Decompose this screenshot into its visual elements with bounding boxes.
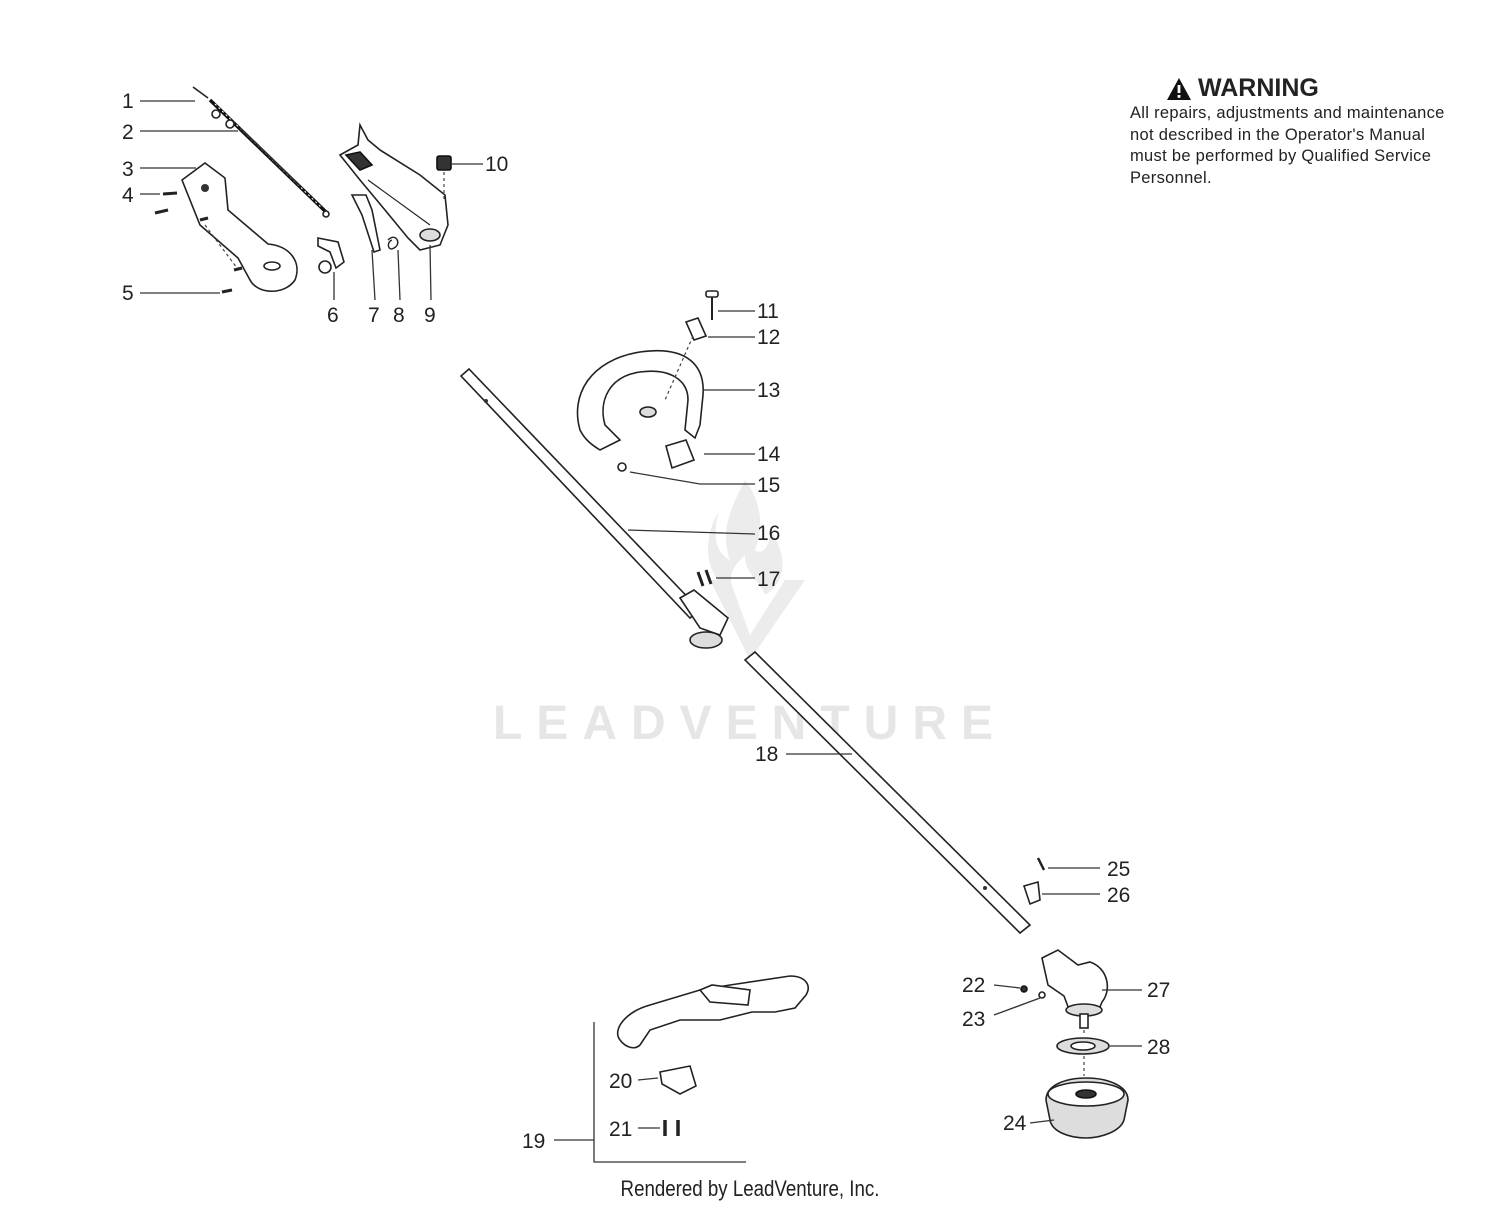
label-24[interactable]: 24 — [1003, 1112, 1027, 1135]
label-1[interactable]: 1 — [122, 90, 134, 113]
part-18-lower-shaft[interactable] — [743, 650, 1032, 935]
part-coupler-body[interactable] — [678, 589, 729, 649]
label-15[interactable]: 15 — [757, 474, 780, 497]
label-9[interactable]: 9 — [424, 304, 436, 327]
part-22-screw[interactable] — [1020, 985, 1028, 993]
part-20-guard-bracket[interactable] — [659, 1065, 697, 1095]
part-23-screw[interactable] — [1038, 991, 1046, 999]
label-11[interactable]: 11 — [757, 300, 779, 323]
part-3-handle-cover[interactable] — [181, 162, 298, 293]
label-13[interactable]: 13 — [757, 379, 780, 402]
part-14-clamp-block[interactable] — [665, 439, 696, 470]
label-7[interactable]: 7 — [368, 304, 380, 327]
label-18[interactable]: 18 — [755, 743, 778, 766]
warning-body-text: All repairs, adjustments and maintenance… — [1130, 104, 1445, 187]
render-credit: Rendered by LeadVenture, Inc. — [620, 1176, 880, 1201]
part-10-switch[interactable] — [436, 155, 452, 200]
label-10[interactable]: 10 — [485, 153, 508, 176]
label-26[interactable]: 26 — [1107, 884, 1130, 907]
label-17[interactable]: 17 — [757, 568, 780, 591]
label-19[interactable]: 19 — [522, 1130, 545, 1153]
part-26-bracket[interactable] — [1022, 880, 1041, 906]
label-16[interactable]: 16 — [757, 522, 780, 545]
warning-title-text: WARNING — [1198, 74, 1319, 102]
label-23[interactable]: 23 — [962, 1008, 985, 1031]
label-8[interactable]: 8 — [393, 304, 405, 327]
part-21-bolts[interactable] — [663, 1120, 680, 1136]
part-12-clamp[interactable] — [684, 317, 708, 341]
label-6[interactable]: 6 — [327, 304, 339, 327]
part-2-cable[interactable] — [239, 127, 301, 187]
label-20[interactable]: 20 — [609, 1070, 632, 1093]
part-15-nut[interactable] — [617, 462, 627, 472]
part-9-handle-housing[interactable] — [338, 122, 449, 251]
label-25[interactable]: 25 — [1107, 858, 1130, 881]
part-4-screws[interactable] — [154, 191, 209, 222]
label-14[interactable]: 14 — [757, 443, 781, 466]
label-12[interactable]: 12 — [757, 326, 780, 349]
part-27-gear-head[interactable] — [1041, 949, 1109, 1029]
part-13-loop-handle[interactable] — [576, 335, 704, 451]
part-28-washer[interactable] — [1056, 1030, 1110, 1076]
warning-notice: WARNING All repairs, adjustments and mai… — [1130, 74, 1460, 189]
part-7-trigger[interactable] — [350, 194, 381, 254]
part-19-harness-bracket-group[interactable] — [593, 975, 809, 1163]
label-22[interactable]: 22 — [962, 974, 985, 997]
label-28[interactable]: 28 — [1147, 1036, 1170, 1059]
label-4[interactable]: 4 — [122, 184, 134, 207]
part-8-spring[interactable] — [387, 236, 399, 250]
warning-heading: WARNING — [1166, 74, 1460, 103]
label-5[interactable]: 5 — [122, 282, 134, 305]
part-17-coupler-pins[interactable] — [696, 569, 713, 587]
watermark-flame-logo — [708, 480, 805, 660]
part-labels: 1 2 3 4 5 6 7 8 9 10 11 12 13 14 15 16 1… — [122, 90, 1170, 1153]
label-3[interactable]: 3 — [122, 158, 134, 181]
warning-triangle-icon — [1167, 77, 1191, 100]
part-25-screw[interactable] — [1036, 857, 1046, 871]
part-6-lever[interactable] — [317, 237, 345, 274]
part-5-screws[interactable] — [204, 224, 243, 294]
watermark-text: LEADVENTURE — [492, 697, 1008, 750]
label-21[interactable]: 21 — [609, 1118, 632, 1141]
part-11-bolt[interactable] — [705, 290, 719, 320]
part-24-trimmer-head[interactable] — [1045, 1077, 1129, 1139]
leader-lines — [140, 100, 1142, 1141]
label-27[interactable]: 27 — [1147, 979, 1170, 1002]
label-2[interactable]: 2 — [122, 121, 134, 144]
